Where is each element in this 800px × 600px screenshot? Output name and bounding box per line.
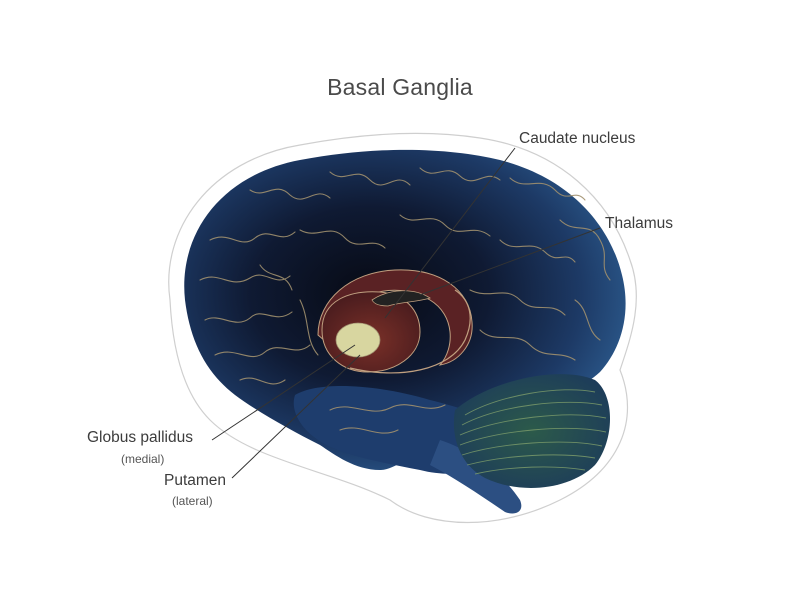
brainstem-shape	[430, 440, 522, 514]
label-thalamus: Thalamus	[605, 215, 674, 232]
fornix-arc	[349, 289, 471, 374]
label-putamen: Putamen	[164, 472, 227, 489]
label-caudate-nucleus: Caudate nucleus	[519, 130, 636, 147]
gyri-lines	[199, 167, 611, 434]
label-putamen-sub: (lateral)	[172, 494, 213, 508]
cerebellum-folia	[459, 389, 607, 475]
caudate-leader	[384, 147, 516, 319]
label-globus-pallidus: Globus pallidus	[87, 429, 193, 446]
brain-halo-outline	[168, 132, 637, 524]
thalamus-shape	[371, 290, 431, 307]
label-globus-pallidus-sub: (medial)	[121, 452, 165, 466]
diagram-title: Basal Ganglia	[327, 74, 473, 100]
leader-lines	[211, 147, 601, 479]
globus-pallidus-shape	[335, 322, 381, 358]
putamen-leader	[231, 354, 361, 479]
globus-leader	[211, 344, 356, 441]
thalamus-leader	[419, 227, 601, 296]
